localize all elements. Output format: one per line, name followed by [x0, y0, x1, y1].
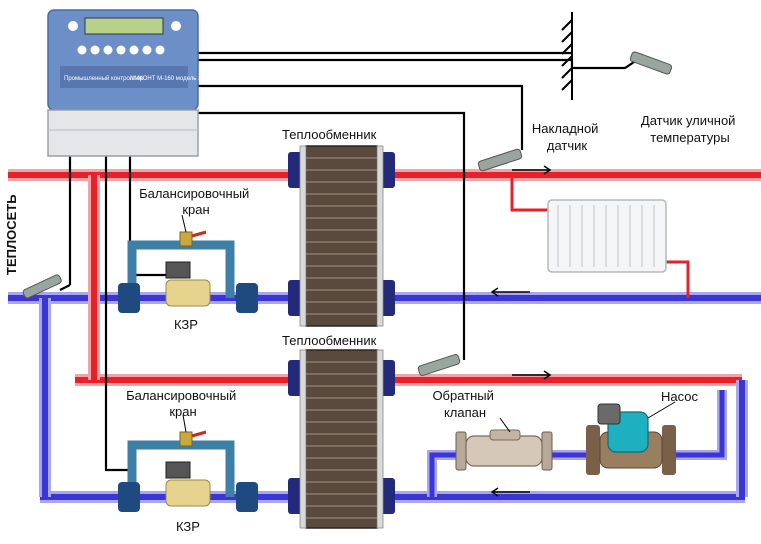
overhead-sensor-label-line1: Накладной [532, 121, 599, 136]
controller: Промышленный контроллер МИКОНТ М-160 мод… [47, 9, 202, 157]
check-valve-label-line2: клапан [444, 405, 486, 420]
heat-exchanger-top-label: Теплообменник [282, 127, 377, 142]
heat-exchanger-bottom-label: Теплообменник [282, 333, 377, 348]
controller-buttons [77, 45, 165, 55]
pump-icon [586, 403, 676, 475]
return-sensor-icon [22, 274, 62, 299]
overhead-sensor-icon [477, 148, 523, 172]
balancing-valve-bottom-label-line1: Балансировочный [126, 388, 236, 403]
balancing-valve-top-label-line1: Балансировочный [139, 186, 249, 201]
check-valve-icon [455, 429, 553, 471]
flow-arrow-right-icon [512, 165, 552, 175]
outdoor-sensor-label-line2: температуры [650, 130, 729, 145]
valve-assembly-bottom-icon [118, 430, 258, 512]
secondary-sensor-icon [417, 354, 461, 376]
pump-label: Насос [661, 389, 698, 404]
controller-type-label: Промышленный контроллер [64, 75, 144, 82]
controller-display [84, 17, 164, 35]
outdoor-sensor-label-line1: Датчик уличной [641, 113, 736, 128]
overhead-sensor-label-line2: датчик [547, 138, 588, 153]
flow-arrow-right-icon [512, 370, 552, 380]
check-valve-label: Обратный клапан [432, 388, 497, 420]
controller-logo-icon [68, 21, 78, 31]
radiator-connections [510, 175, 690, 298]
heat-network-label: ТЕПЛОСЕТЬ [4, 194, 19, 275]
kzr-top-label: КЗР [174, 317, 198, 332]
check-valve-label-line1: Обратный [432, 388, 493, 403]
controller-connector-icon [171, 21, 181, 31]
kzr-bottom-label: КЗР [176, 519, 200, 534]
leader-lines [181, 214, 676, 433]
balancing-valve-bottom-label-line2: кран [169, 404, 196, 419]
flow-arrow-left-icon [490, 487, 530, 497]
heat-exchanger-top-icon [288, 145, 395, 327]
outdoor-sensor-icon [629, 51, 673, 75]
balancing-valve-bottom-label: Балансировочный кран [126, 388, 240, 419]
secondary-loop [427, 390, 727, 497]
outdoor-sensor-label: Датчик уличной температуры [641, 113, 739, 145]
controller-base [47, 109, 199, 157]
controller-model-label: МИКОНТ М-160 модель 2 [130, 76, 202, 82]
radiator-icon [547, 199, 667, 273]
flow-arrow-left-icon [490, 287, 530, 297]
heat-exchanger-bottom-icon [288, 349, 395, 529]
wall-hatch [561, 12, 573, 100]
overhead-sensor-label: Накладной датчик [532, 121, 602, 153]
balancing-valve-top-label-line2: кран [182, 202, 209, 217]
balancing-valve-top-label: Балансировочный кран [139, 186, 253, 217]
flow-arrows [490, 165, 552, 497]
valve-assembly-top-icon [118, 230, 258, 313]
